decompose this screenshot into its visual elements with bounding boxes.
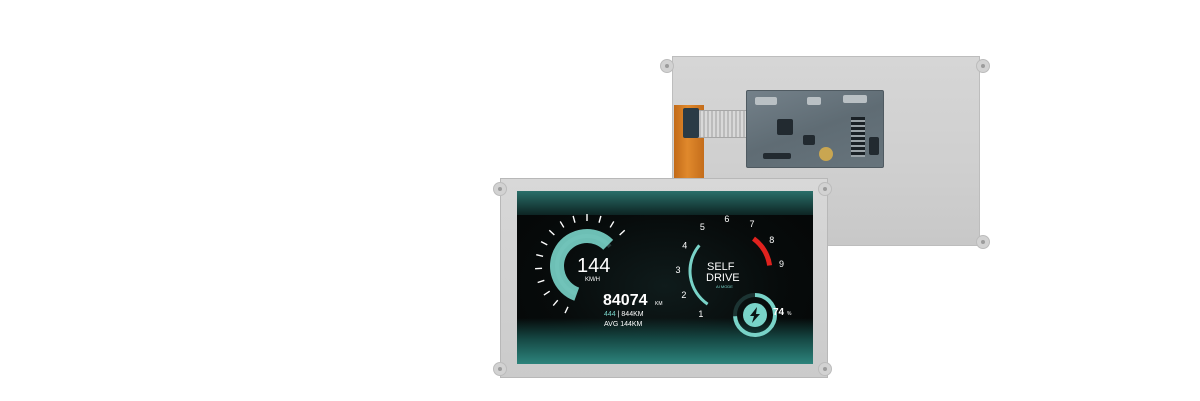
battery-unit: % [787, 311, 792, 317]
connector [755, 97, 777, 105]
connector [843, 95, 867, 103]
mount-tab [818, 182, 832, 196]
speed-tick [536, 254, 544, 257]
mount-tab [660, 59, 674, 73]
gear-tick-label: 1 [698, 309, 703, 319]
average-line: AVG 144KM [604, 321, 643, 328]
speed-tick [564, 306, 569, 314]
speed-tick [598, 215, 602, 223]
speed-tick [540, 240, 548, 246]
gear-tick-label: 7 [749, 219, 754, 229]
speed-tick [619, 229, 626, 236]
drive-mode-line1: SELF [707, 261, 735, 273]
gear-tick-label: 8 [769, 235, 774, 245]
connector [763, 153, 791, 159]
pin-header [851, 117, 865, 157]
mount-tab [976, 235, 990, 249]
gear-tick-label: 5 [700, 222, 705, 232]
speed-tick [543, 290, 551, 296]
lightning-bolt-icon [750, 307, 760, 323]
speed-tick [609, 221, 615, 228]
speed-tick [537, 279, 545, 284]
gear-tick-label: 2 [681, 290, 686, 300]
speed-tick [548, 229, 555, 236]
trip-highlight: 444 [604, 311, 616, 318]
mount-tab [976, 59, 990, 73]
gear-tick-label: 4 [682, 240, 687, 250]
connector [869, 137, 879, 155]
speed-value: 144 [577, 255, 611, 277]
speed-gauge-fill [550, 229, 614, 301]
drive-mode-line2: DRIVE [706, 272, 740, 284]
speed-tick [552, 299, 559, 306]
coin-battery [819, 147, 833, 161]
speed-tick [559, 221, 565, 228]
gear-tick-label: 9 [779, 259, 784, 269]
mount-tab [493, 182, 507, 196]
flex-connector [683, 108, 699, 138]
odometer-unit: KM [655, 301, 663, 307]
battery-ring-fill [733, 293, 777, 337]
drive-gauge-arc [688, 244, 709, 306]
component [803, 135, 815, 145]
drive-gauge-redzone [751, 236, 773, 266]
processor-chip [777, 119, 793, 135]
speed-tick [572, 215, 576, 223]
dashboard-graphics: 1 2 3 4 5 6 7 8 9 [535, 214, 784, 337]
speed-unit: KM/H [585, 277, 600, 283]
gear-tick-label: 3 [676, 265, 681, 275]
mount-tab [493, 362, 507, 376]
odometer-value: 84074 [603, 292, 648, 309]
mount-tab [818, 362, 832, 376]
trip-line: 444 | 844KM [604, 311, 644, 318]
drive-mode-sub: AI MODE [716, 284, 733, 289]
gear-tick-label: 6 [724, 214, 729, 224]
battery-percent: 74 [773, 307, 785, 318]
connector [807, 97, 821, 105]
controller-board [746, 90, 884, 168]
trip-rest: | 844KM [617, 311, 644, 318]
